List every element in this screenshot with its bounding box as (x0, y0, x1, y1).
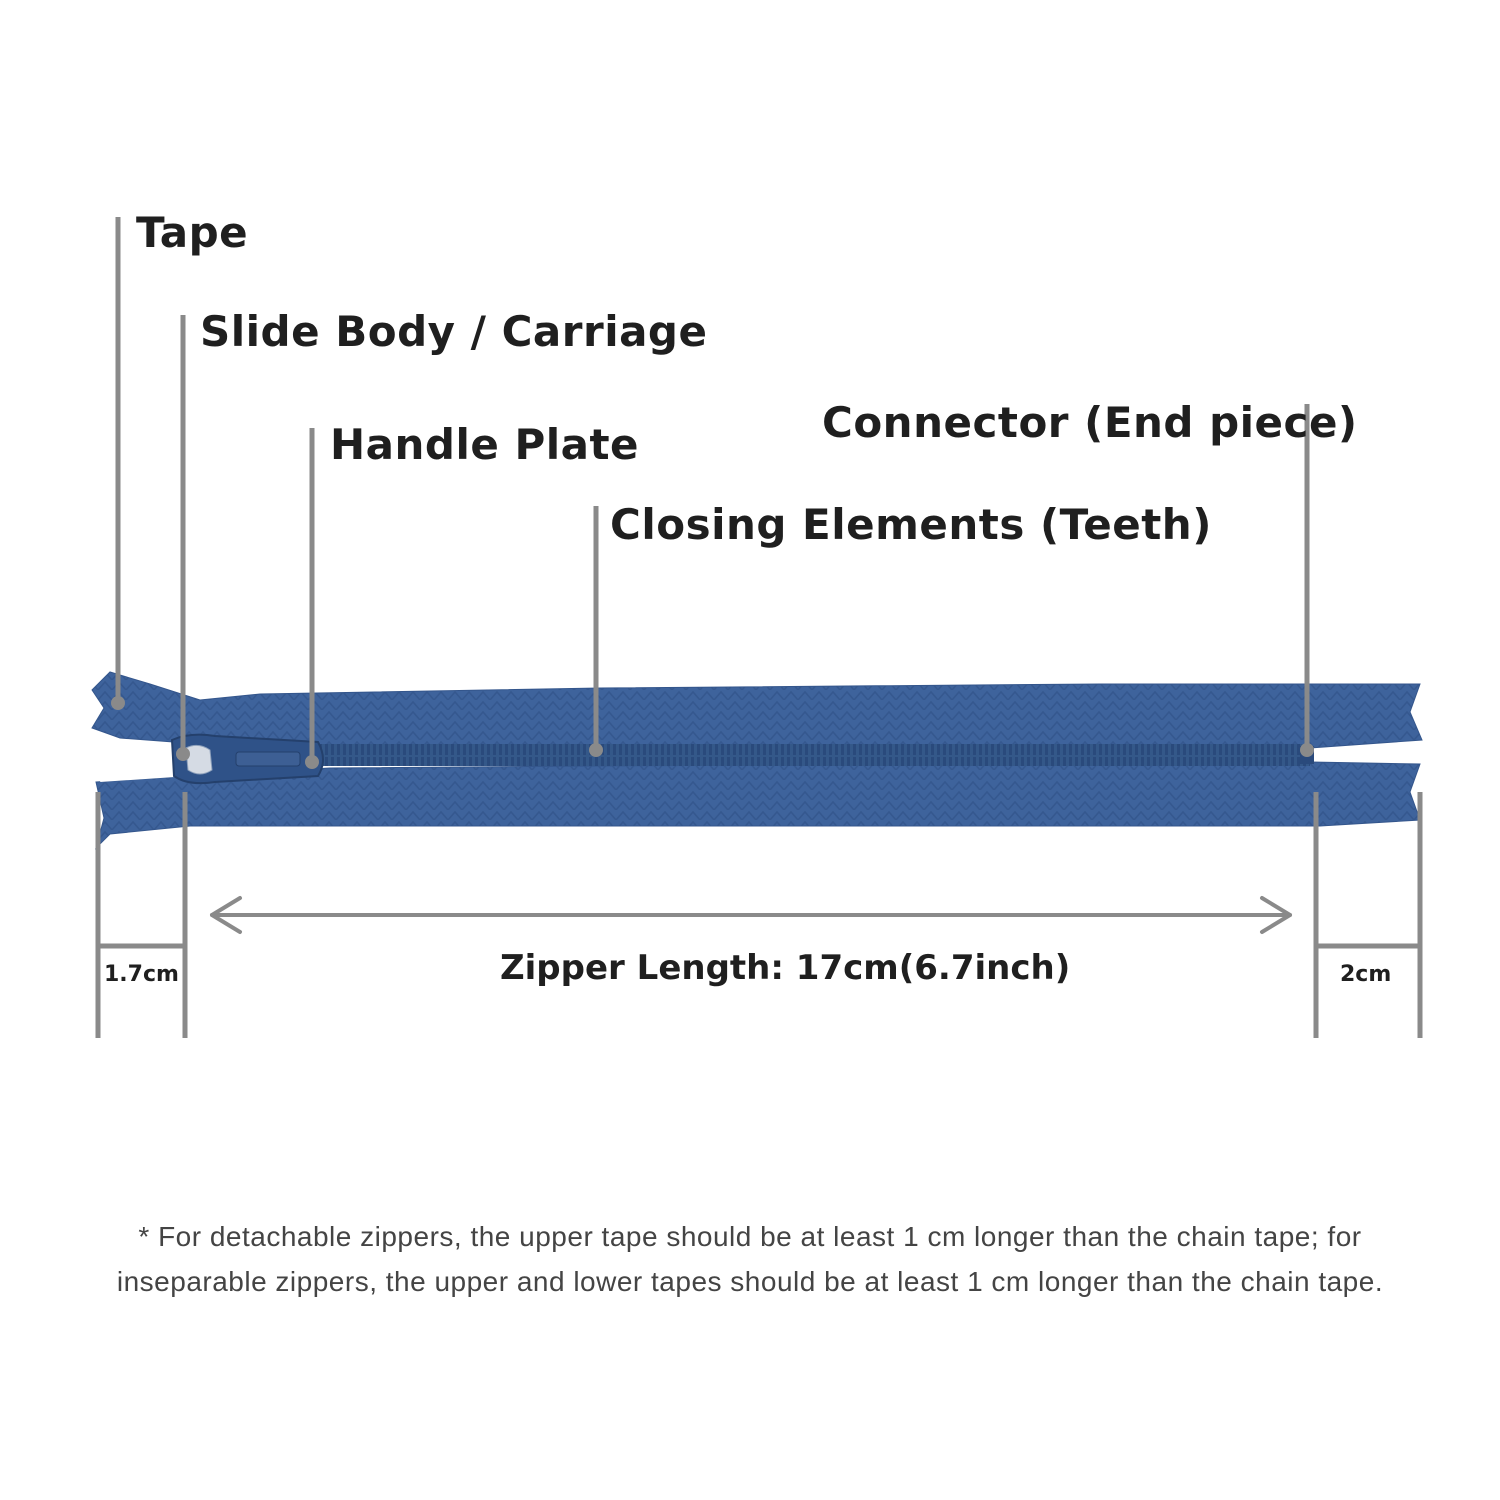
slide-body-dot (176, 747, 190, 761)
closing-elements-dot (589, 743, 603, 757)
handle-plate-dot (305, 755, 319, 769)
slide-body-label: Slide Body / Carriage (200, 307, 708, 356)
left-tape-dimension: 1.7cm (104, 962, 179, 987)
connector-label: Connector (End piece) (822, 398, 1358, 447)
right-tape-dimension: 2cm (1340, 962, 1392, 987)
upper-tape (91, 671, 1423, 749)
handle-plate-label: Handle Plate (330, 420, 640, 469)
tape-label: Tape (136, 208, 249, 257)
connector-dot (1300, 743, 1314, 757)
slide-body (170, 733, 324, 785)
closing-elements-label: Closing Elements (Teeth) (610, 500, 1212, 549)
closing-elements (300, 744, 1310, 766)
length-arrow (210, 896, 1292, 934)
tape-dot (111, 696, 125, 710)
zipper-length-label: Zipper Length: 17cm(6.7inch) (500, 948, 1071, 988)
footnote: * For detachable zippers, the upper tape… (116, 1221, 1384, 1297)
